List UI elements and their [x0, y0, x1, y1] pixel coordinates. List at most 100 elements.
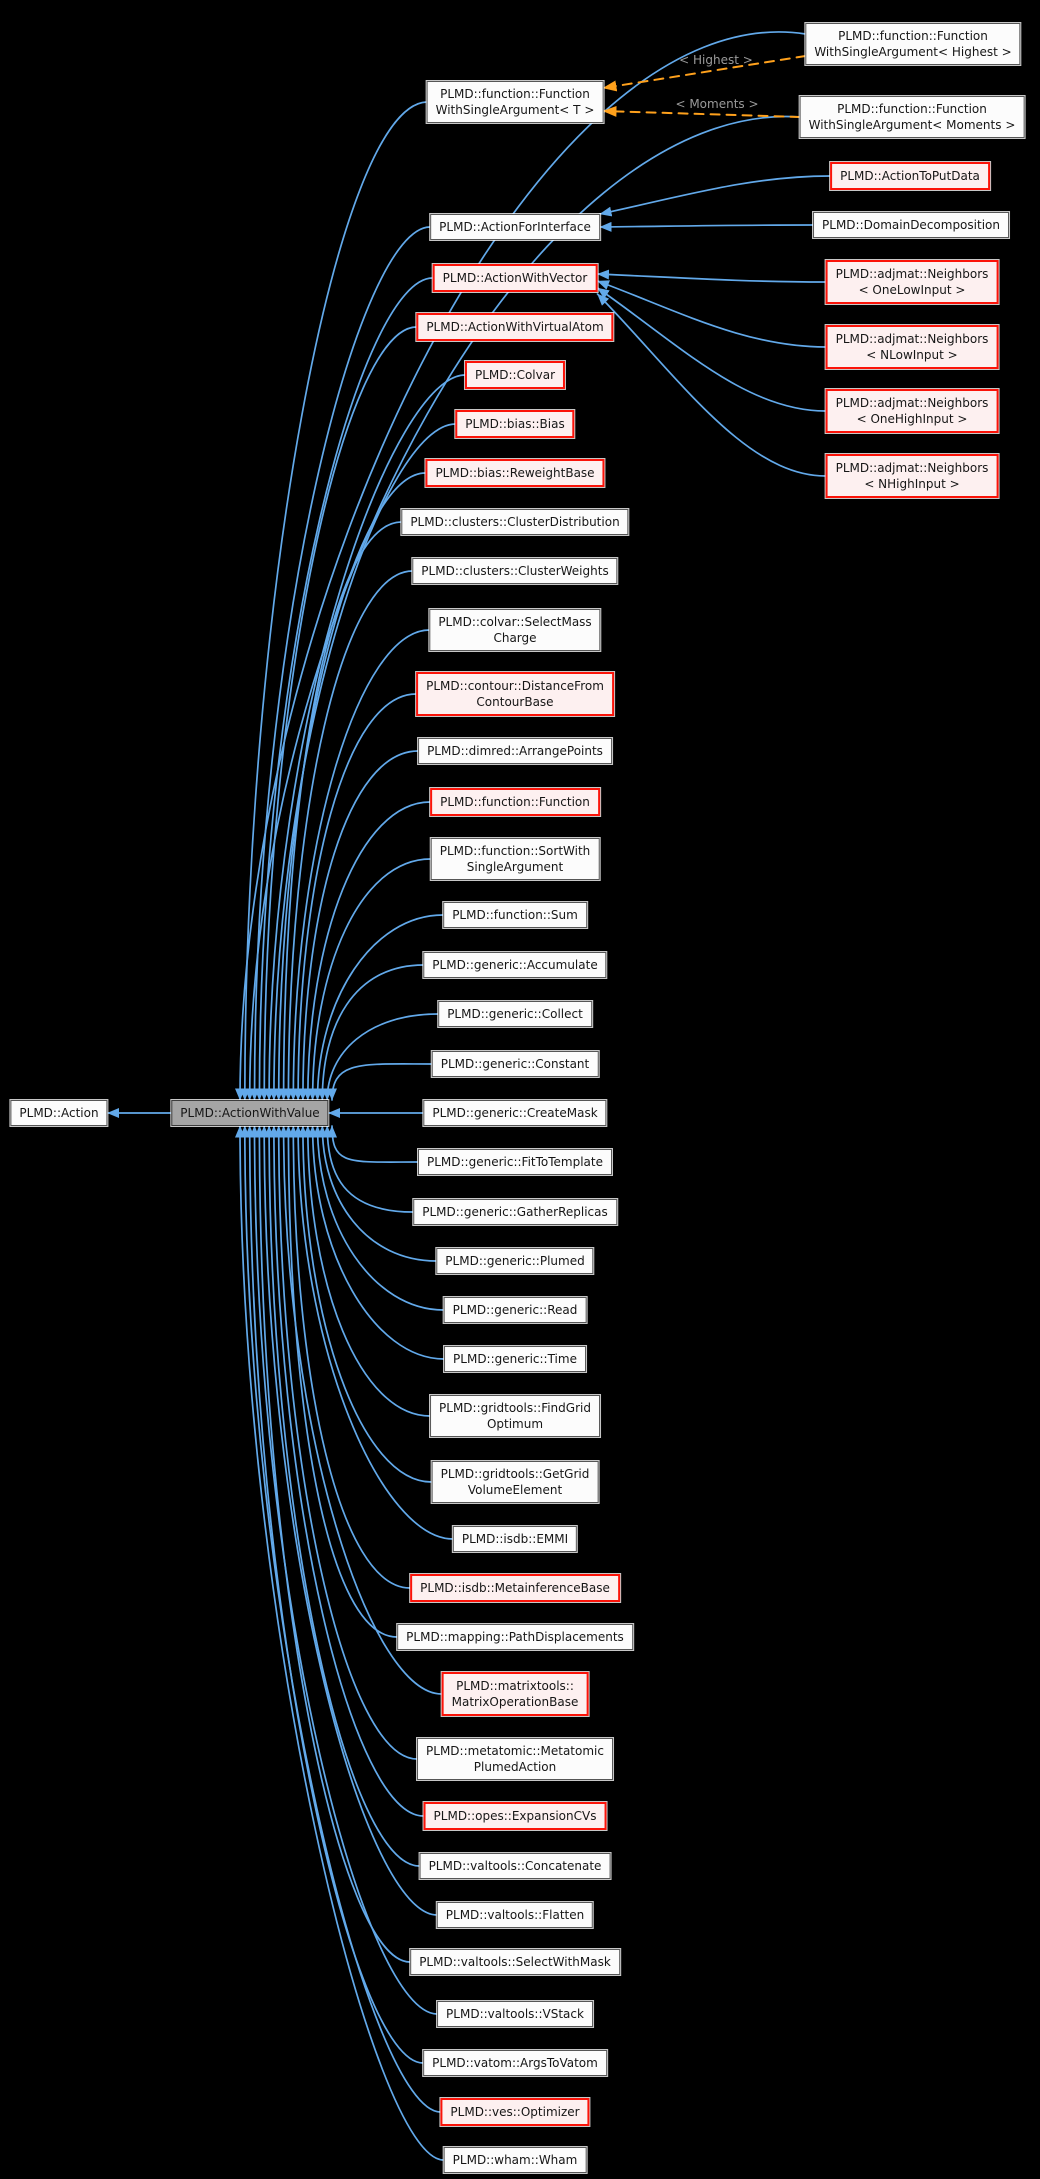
class-node-arrange[interactable]: PLMD::dimred::ArrangePoints	[418, 738, 612, 764]
class-node-afi[interactable]: PLMD::ActionForInterface	[430, 214, 600, 240]
class-node-concatenate[interactable]: PLMD::valtools::Concatenate	[419, 1853, 611, 1879]
class-node-read[interactable]: PLMD::generic::Read	[443, 1297, 587, 1323]
class-node-argstovatom[interactable]: PLMD::vatom::ArgsToVatom	[423, 2050, 607, 2076]
class-node-expansioncvs[interactable]: PLMD::opes::ExpansionCVs	[423, 1802, 607, 1830]
class-label-line: PLMD::vatom::ArgsToVatom	[432, 2056, 598, 2070]
inheritance-edge	[596, 280, 827, 348]
class-label-line: PLMD::ActionWithVector	[442, 271, 588, 285]
class-node-gatherreplicas[interactable]: PLMD::generic::GatherReplicas	[413, 1199, 617, 1225]
class-node-selectwithmask[interactable]: PLMD::valtools::SelectWithMask	[410, 1949, 620, 1975]
class-node-wham[interactable]: PLMD::wham::Wham	[443, 2147, 587, 2173]
inheritance-edge	[259, 326, 418, 1101]
inheritance-edge	[283, 1125, 398, 1638]
inheritance-edge	[297, 1125, 433, 1483]
inheritance-edge	[235, 1125, 445, 2161]
class-label-line: PLMD::gridtools::FindGrid	[439, 1401, 591, 1415]
class-node-n_nhigh[interactable]: PLMD::adjmat::Neighbors< NHighInput >	[825, 454, 999, 498]
class-node-fittotemplate[interactable]: PLMD::generic::FitToTemplate	[418, 1149, 612, 1175]
class-label-line: PLMD::function::Function	[837, 102, 987, 116]
class-node-flatten[interactable]: PLMD::valtools::Flatten	[436, 1902, 594, 1928]
class-node-sum[interactable]: PLMD::function::Sum	[443, 902, 587, 928]
inheritance-edge	[307, 858, 432, 1101]
class-label-line: PLMD::generic::CreateMask	[432, 1106, 598, 1120]
class-label-line: PLMD::function::Function	[838, 29, 988, 43]
class-label-line: PLMD::generic::Plumed	[445, 1254, 585, 1268]
inheritance-edge	[273, 472, 427, 1101]
inheritance-edge	[268, 1125, 425, 1817]
class-node-n_nlow[interactable]: PLMD::adjmat::Neighbors< NLowInput >	[825, 325, 999, 369]
inheritance-edge	[322, 1125, 414, 1213]
inheritance-edge	[317, 964, 425, 1101]
class-label-line: PLMD::generic::Time	[453, 1352, 577, 1366]
class-node-metainference[interactable]: PLMD::isdb::MetainferenceBase	[410, 1574, 620, 1602]
class-node-action[interactable]: PLMD::Action	[10, 1100, 108, 1126]
class-node-collect[interactable]: PLMD::generic::Collect	[438, 1001, 592, 1027]
class-node-atpd[interactable]: PLMD::ActionToPutData	[830, 162, 990, 190]
inheritance-edge	[288, 629, 431, 1101]
class-node-n_onehigh[interactable]: PLMD::adjmat::Neighbors< OneHighInput >	[825, 389, 999, 433]
class-label-line: PLMD::isdb::EMMI	[461, 1532, 569, 1546]
class-node-n_onelow[interactable]: PLMD::adjmat::Neighbors< OneLowInput >	[825, 260, 999, 304]
class-label-line: PLMD::valtools::VStack	[446, 2007, 584, 2021]
inheritance-edge	[244, 1125, 424, 2064]
class-node-awvec[interactable]: PLMD::ActionWithVector	[432, 264, 598, 292]
class-node-domdec[interactable]: PLMD::DomainDecomposition	[813, 212, 1009, 238]
inheritance-edge	[264, 374, 466, 1101]
class-label-line: PLMD::ves::Optimizer	[450, 2105, 580, 2119]
inheritance-edge	[302, 1125, 431, 1417]
class-node-matrixop[interactable]: PLMD::matrixtools::MatrixOperationBase	[441, 1672, 589, 1716]
class-label-line: PLMD::adjmat::Neighbors	[835, 461, 989, 475]
class-label-line: PLMD::generic::Read	[452, 1303, 578, 1317]
class-node-accumulate[interactable]: PLMD::generic::Accumulate	[423, 952, 607, 978]
class-label-line: PLMD::DomainDecomposition	[822, 218, 1000, 232]
class-node-awva[interactable]: PLMD::ActionWithVirtualAtom	[416, 313, 614, 341]
class-node-vstack[interactable]: PLMD::valtools::VStack	[437, 2001, 593, 2027]
class-label-line: PLMD::matrixtools::	[456, 1679, 574, 1693]
class-node-clusterdist[interactable]: PLMD::clusters::ClusterDistribution	[401, 509, 629, 535]
class-label-line: PLMD::contour::DistanceFrom	[426, 679, 604, 693]
class-node-pathdisp[interactable]: PLMD::mapping::PathDisplacements	[397, 1624, 633, 1650]
class-label-line: PLMD::opes::ExpansionCVs	[433, 1809, 597, 1823]
class-label-line: VolumeElement	[467, 1483, 563, 1497]
inheritance-edge	[317, 1125, 438, 1262]
class-node-createmask[interactable]: PLMD::generic::CreateMask	[423, 1100, 607, 1126]
class-node-optimizer[interactable]: PLMD::ves::Optimizer	[440, 2098, 590, 2126]
class-label-line: PLMD::function::Sum	[452, 908, 578, 922]
class-label-line: PLMD::valtools::Concatenate	[428, 1859, 602, 1873]
class-node-bias[interactable]: PLMD::bias::Bias	[455, 410, 575, 438]
class-node-emmi[interactable]: PLMD::isdb::EMMI	[452, 1526, 578, 1552]
class-label-line: PLMD::Colvar	[474, 368, 556, 382]
inheritance-edge	[596, 269, 827, 283]
class-label-line: PLMD::adjmat::Neighbors	[835, 396, 989, 410]
class-label-line: PLMD::clusters::ClusterDistribution	[410, 515, 620, 529]
class-node-time[interactable]: PLMD::generic::Time	[444, 1346, 586, 1372]
class-label-line: PLMD::generic::GatherReplicas	[422, 1205, 608, 1219]
class-node-plumed[interactable]: PLMD::generic::Plumed	[436, 1248, 594, 1274]
class-label-line: PlumedAction	[473, 1760, 557, 1774]
class-label-line: PLMD::dimred::ArrangePoints	[427, 744, 603, 758]
class-node-clusterweights[interactable]: PLMD::clusters::ClusterWeights	[412, 558, 618, 584]
class-label-line: PLMD::mapping::PathDisplacements	[406, 1630, 624, 1644]
class-node-constant[interactable]: PLMD::generic::Constant	[431, 1051, 599, 1077]
class-label-line: PLMD::generic::Collect	[447, 1007, 583, 1021]
inheritance-edge	[239, 1125, 442, 2113]
class-node-reweight[interactable]: PLMD::bias::ReweightBase	[425, 459, 605, 487]
class-label-line: PLMD::wham::Wham	[452, 2153, 578, 2167]
class-node-func[interactable]: PLMD::function::Function	[430, 788, 600, 816]
template-instantiation-edge	[602, 105, 801, 118]
class-node-awv: PLMD::ActionWithValue	[171, 1100, 329, 1126]
class-label-line: PLMD::ActionWithValue	[180, 1106, 320, 1120]
inheritance-edge	[599, 221, 814, 232]
inheritance-edge	[297, 750, 419, 1101]
class-node-colvar[interactable]: PLMD::Colvar	[464, 361, 566, 389]
class-label-line: PLMD::generic::Accumulate	[432, 958, 598, 972]
